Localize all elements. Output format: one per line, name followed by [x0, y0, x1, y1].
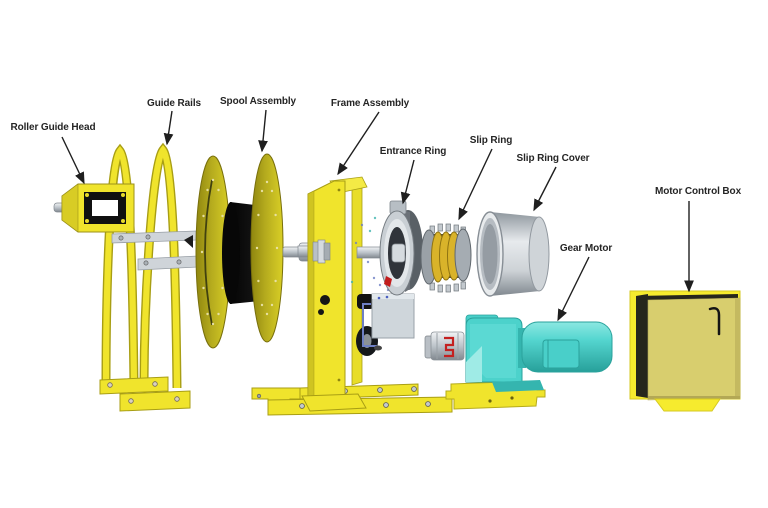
paint-specks [350, 216, 390, 292]
arrow-entrance-ring [400, 159, 415, 205]
label-motor-control-box: Motor Control Box [654, 186, 742, 197]
label-roller-guide-head: Roller Guide Head [10, 122, 96, 133]
arrow-slip-ring [458, 148, 493, 221]
arrow-slip-ring-cover [533, 166, 557, 212]
gear-motor-part [424, 314, 613, 410]
frame-assembly-part [297, 176, 396, 412]
label-gear-motor: Gear Motor [559, 243, 613, 254]
junction-box [350, 216, 415, 351]
label-slip-ring: Slip Ring [469, 135, 513, 146]
motor-control-box-part [629, 290, 741, 412]
arrow-gear-motor [557, 256, 590, 322]
label-guide-rails: Guide Rails [147, 98, 201, 109]
arrow-frame-assembly [337, 111, 380, 176]
label-entrance-ring: Entrance Ring [379, 146, 447, 157]
leader-arrows [61, 109, 694, 322]
slip-ring-part [420, 223, 472, 293]
slip-ring-cover-part [476, 211, 550, 297]
arrow-spool-assembly [258, 109, 268, 153]
arrow-roller-guide-head [61, 136, 85, 185]
entrance-ring-part [379, 200, 423, 296]
label-slip-ring-cover: Slip Ring Cover [516, 153, 590, 164]
label-spool-assembly: Spool Assembly [219, 96, 297, 107]
roller-guide-head-part [53, 183, 135, 233]
guide-rails-part [99, 142, 191, 412]
arrow-guide-rails [163, 110, 174, 146]
label-frame-assembly: Frame Assembly [330, 98, 410, 109]
